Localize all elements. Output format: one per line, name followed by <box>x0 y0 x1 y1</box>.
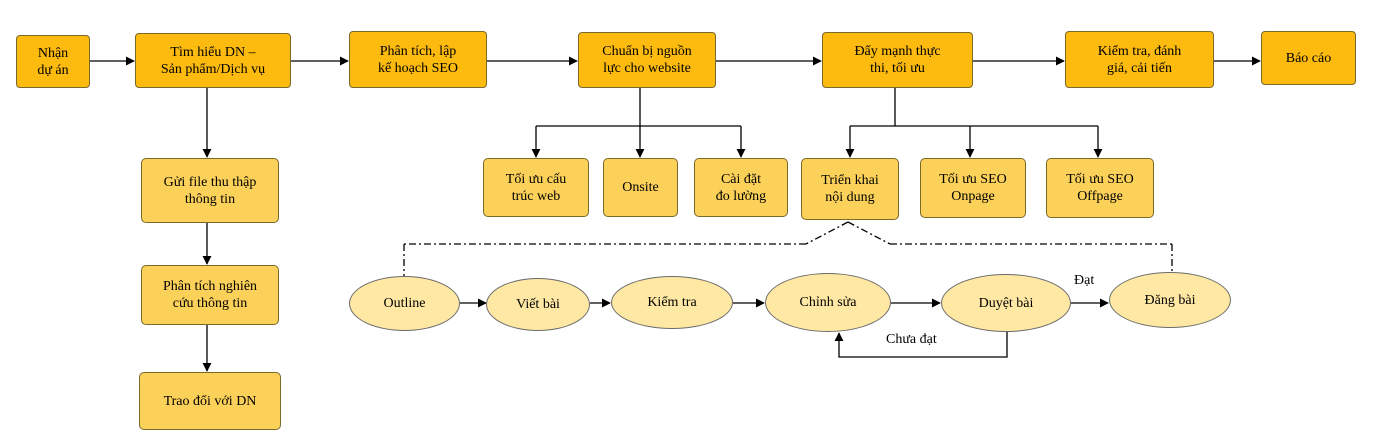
edge-label-fail: Chưa đạt <box>886 332 937 347</box>
node-label: Gửi file thu thập thông tin <box>163 174 257 207</box>
step-bao-cao: Báo cáo <box>1261 31 1356 85</box>
node-label: Outline <box>383 296 426 311</box>
node-label: Onsite <box>622 180 659 195</box>
node-label: Đẩy mạnh thực thi, tối ưu <box>854 44 941 76</box>
step-gui-file-thu-thap: Gửi file thu thập thông tin <box>141 158 279 223</box>
step-toi-uu-cau-truc-web: Tối ưu cấu trúc web <box>483 158 589 217</box>
step-chuan-bi-nguon-luc: Chuẩn bị nguồn lực cho website <box>578 32 716 88</box>
node-label: Tối ưu cấu trúc web <box>505 171 567 204</box>
step-toi-uu-seo-onpage: Tối ưu SEO Onpage <box>920 158 1026 218</box>
bracket-right-diagonal <box>847 221 891 245</box>
step-trien-khai-noi-dung: Triển khai nội dung <box>801 158 899 220</box>
flow-chinh-sua: Chỉnh sửa <box>765 273 891 332</box>
step-kiem-tra-danh-gia: Kiểm tra, đánh giá, cải tiến <box>1065 31 1214 88</box>
node-label: Phân tích, lập kế hoạch SEO <box>377 43 459 76</box>
node-label: Nhận dự án <box>37 45 69 78</box>
node-label: Trao đổi với DN <box>163 393 257 409</box>
node-label: Cài đặt đo lường <box>715 171 767 204</box>
step-trao-doi-voi-dn: Trao đổi với DN <box>139 372 281 430</box>
node-label: Phân tích nghiên cứu thông tin <box>162 279 258 311</box>
flow-duyet-bai: Duyệt bài <box>941 274 1071 332</box>
node-label: Kiểm tra <box>647 295 697 310</box>
step-onsite: Onsite <box>603 158 678 217</box>
flow-dang-bai: Đăng bài <box>1109 272 1231 328</box>
node-label: Đăng bài <box>1144 292 1196 308</box>
step-phan-tich-nghien-cuu: Phân tích nghiên cứu thông tin <box>141 265 279 325</box>
flow-kiem-tra: Kiểm tra <box>611 276 733 329</box>
step-phan-tich-lap-ke-hoach: Phân tích, lập kế hoạch SEO <box>349 31 487 88</box>
node-label: Viết bài <box>516 297 560 312</box>
node-label: Duyệt bài <box>978 295 1034 311</box>
node-label: Tìm hiểu DN – Sản phẩm/Dịch vụ <box>160 44 266 77</box>
node-label: Chỉnh sửa <box>799 295 857 310</box>
bracket-left-diagonal <box>805 221 849 245</box>
step-tim-hieu-dn: Tìm hiểu DN – Sản phẩm/Dịch vụ <box>135 33 291 88</box>
flow-outline: Outline <box>349 276 460 331</box>
node-label: Tối ưu SEO Offpage <box>1066 172 1134 204</box>
step-cai-dat-do-luong: Cài đặt đo lường <box>694 158 788 217</box>
node-label: Triển khai nội dung <box>821 173 879 205</box>
step-day-manh-thuc-thi: Đẩy mạnh thực thi, tối ưu <box>822 32 973 88</box>
arrow-flow-fail <box>834 332 1008 358</box>
edge-label-pass: Đạt <box>1074 273 1095 288</box>
node-label: Chuẩn bị nguồn lực cho website <box>602 44 692 76</box>
step-toi-uu-seo-offpage: Tối ưu SEO Offpage <box>1046 158 1154 218</box>
flow-viet-bai: Viết bài <box>486 278 590 331</box>
node-label: Báo cáo <box>1285 50 1332 66</box>
node-label: Kiểm tra, đánh giá, cải tiến <box>1097 43 1182 76</box>
node-label: Tối ưu SEO Onpage <box>939 172 1007 204</box>
step-nhan-du-an: Nhận dự án <box>16 35 90 88</box>
